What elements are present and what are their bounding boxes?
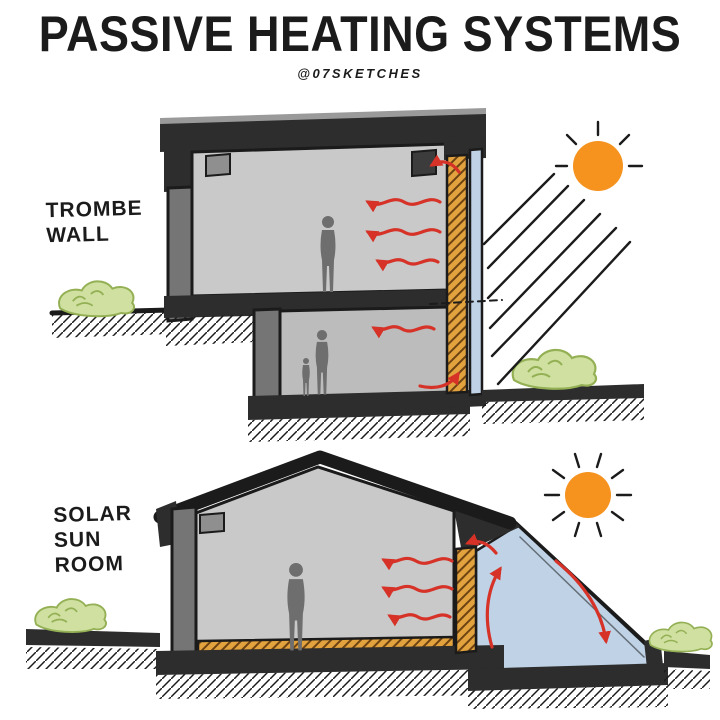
trombe-wall-diagram: TROMBE WALL [0, 98, 720, 445]
building-section [153, 450, 517, 699]
vent-dashed-line [429, 299, 503, 305]
label-line: TROMBE [45, 196, 143, 223]
label-line: WALL [46, 222, 111, 248]
label-line: ROOM [54, 551, 125, 577]
trombe-wall-illustration [49, 108, 644, 442]
ground-left [26, 629, 160, 669]
bush-icon [34, 598, 107, 633]
sun-icon [554, 120, 644, 191]
glazing-panel [468, 147, 484, 397]
thermal-mass-wall [454, 545, 478, 655]
ground-right [664, 651, 710, 689]
sunroom-floor [468, 663, 668, 709]
sun-icon [543, 452, 633, 538]
label-line: SUN [53, 527, 102, 552]
sunbeam-lines [482, 172, 632, 386]
solar-sun-room-illustration [26, 450, 713, 709]
credit-handle: @07SKETCHES [297, 66, 423, 81]
pitched-roof [153, 450, 517, 530]
ground-right [482, 384, 644, 424]
page-title: PASSIVE HEATING SYSTEMS [38, 4, 682, 63]
heat-arrows [381, 533, 611, 649]
bush-icon [648, 621, 713, 653]
sun-rays [554, 120, 644, 168]
solar-sun-room-diagram: SOLAR SUN ROOM [0, 445, 720, 720]
heat-arrows [365, 154, 461, 390]
solar-sun-room-label: SOLAR SUN ROOM [53, 502, 133, 578]
bush-icon [58, 280, 136, 318]
trombe-wall-label: TROMBE WALL [45, 197, 143, 249]
trombe-mass-wall [445, 153, 469, 395]
label-line: SOLAR [53, 501, 133, 528]
sun-rays [543, 452, 633, 538]
